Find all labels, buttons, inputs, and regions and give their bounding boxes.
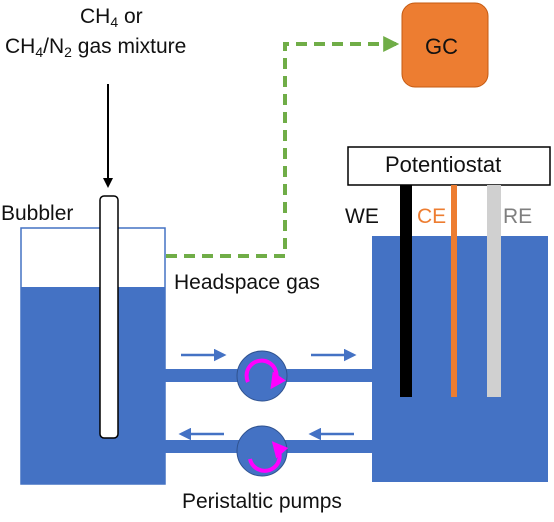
inlet-label-sub: 4 xyxy=(35,44,44,60)
lower-pump xyxy=(236,425,289,477)
inlet-label-ch4-text: CH xyxy=(80,5,111,28)
headspace-to-gc-line xyxy=(166,36,400,258)
inlet-label-line1: CH4 or xyxy=(80,5,143,30)
upper-pump-rotor-icon xyxy=(244,358,286,390)
inlet-label-n2-text: /N xyxy=(43,35,65,58)
inlet-label-ch4-text: CH xyxy=(5,35,36,58)
upper-pump xyxy=(236,350,288,402)
inlet-label-mixture-text: gas mixture xyxy=(71,35,187,58)
gc-box xyxy=(401,2,489,88)
inlet-label-sub: 2 xyxy=(64,44,72,60)
potentiostat-label: Potentiostat xyxy=(385,152,502,177)
ce-label: CE xyxy=(417,205,447,228)
bubbler-label: Bubbler xyxy=(1,202,74,225)
reference-electrode xyxy=(487,185,501,397)
inlet-label-or-text: or xyxy=(118,5,143,28)
counter-electrode xyxy=(451,185,457,397)
lower-pump-rotor-icon xyxy=(248,441,289,473)
bubbler-tube xyxy=(99,195,119,439)
headspace-label: Headspace gas xyxy=(174,271,320,294)
inlet-label-line2: CH4/N2 gas mixture xyxy=(5,35,187,60)
pumps-label: Peristaltic pumps xyxy=(182,490,342,513)
right-vessel xyxy=(372,236,548,482)
re-label: RE xyxy=(503,205,533,228)
potentiostat-box xyxy=(347,146,551,186)
working-electrode xyxy=(400,185,412,397)
inlet-label-sub: 4 xyxy=(110,14,119,30)
gc-label: GC xyxy=(425,34,458,59)
we-label: WE xyxy=(345,205,379,228)
left-vessel-liquid xyxy=(21,287,165,484)
